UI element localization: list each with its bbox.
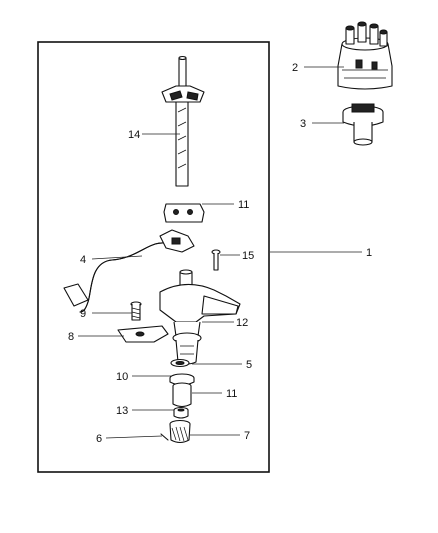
collar [173,406,189,419]
callout-14: 14 [128,129,140,141]
callout-4: 4 [80,254,86,266]
distributor-cap [337,21,393,90]
callout-12: 12 [236,317,248,329]
leader-lines [78,66,362,439]
wiring-harness [63,229,195,313]
callout-11-lower: 11 [226,388,237,400]
rotor [342,103,384,146]
callout-5: 5 [246,359,252,371]
callout-1: 1 [366,247,372,259]
washer [170,358,190,368]
callout-10: 10 [116,371,128,383]
callout-7: 7 [244,430,250,442]
callout-15: 15 [242,250,254,262]
drive-gear [169,419,191,444]
assembly-frame [37,41,270,473]
screw [211,249,221,271]
hold-down-clamp [117,325,169,343]
callout-8: 8 [68,331,74,343]
callout-9: 9 [80,308,86,320]
callout-11-upper: 11 [238,199,249,211]
bushing [172,382,192,408]
distributor-shaft [161,55,205,187]
distributor-housing [159,269,241,365]
callout-6: 6 [96,433,102,445]
pickup-plate [163,203,205,223]
roll-pin [160,433,169,441]
callout-13: 13 [116,405,128,417]
callout-3: 3 [300,118,306,130]
hold-down-bolt [130,301,142,321]
callout-2: 2 [292,62,298,74]
